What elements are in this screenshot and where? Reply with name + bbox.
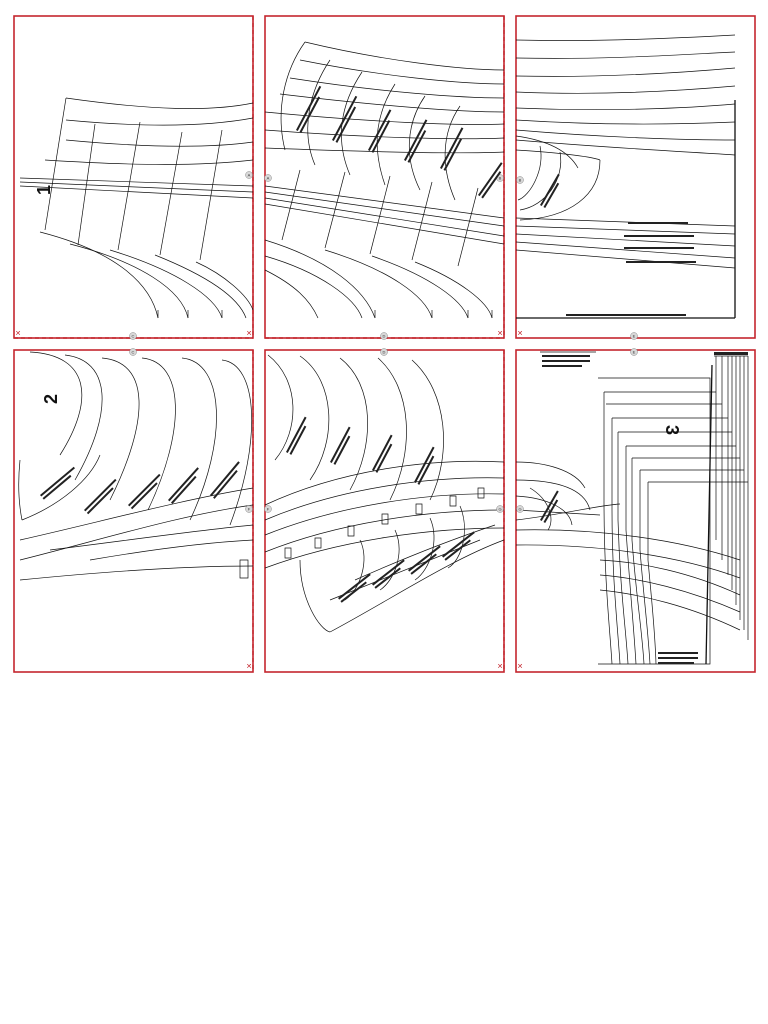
tile-top-middle [264,15,505,339]
marker-c-top: C [129,332,137,340]
fine-print-annotations [40,85,748,664]
svg-text:A: A [248,173,251,178]
crop-mark: ✕ [15,331,21,338]
piece-3-lines [540,351,749,665]
svg-text:G: G [518,507,521,512]
piece-1-lines-right [515,34,736,319]
marker-g-right: G [516,505,524,513]
marker-f-left: F [245,505,253,513]
crop-mark: ✕ [497,664,503,671]
marker-f-right: F [264,505,272,513]
svg-text:F: F [267,507,270,512]
crop-mark: ✕ [517,664,523,671]
crop-marks: ✕ ✕ ✕ ✕ ✕ ✕ ✕ [15,331,523,671]
marker-g-left: G [496,505,504,513]
svg-text:C: C [132,334,135,339]
crop-mark: ✕ [497,331,503,338]
svg-text:D: D [383,350,386,355]
piece-2-lines-right [515,461,741,631]
piece-number-1: 1 [34,185,54,195]
svg-text:B: B [519,178,522,183]
piece-number-2: 2 [41,394,61,404]
assembly-markers: A A B B C C D D [129,171,638,513]
tile-top-left [13,15,254,339]
svg-text:E: E [633,334,636,339]
piece-2-lines-cont [264,354,505,633]
marker-e-top: E [630,332,638,340]
crop-mark: ✕ [246,331,252,338]
marker-e-bottom: E [630,348,638,356]
tile-top-right [515,15,756,339]
tile-frames [13,15,756,673]
piece-labels: 1 2 3 [34,185,682,435]
piece-1-lines [19,97,254,319]
marker-d-top: D [380,332,388,340]
svg-text:G: G [498,507,501,512]
marker-a-right: A [264,174,272,182]
svg-text:A: A [267,176,270,181]
svg-text:C: C [132,350,135,355]
marker-b-right: B [516,176,524,184]
marker-d-bottom: D [380,348,388,356]
crop-mark: ✕ [246,664,252,671]
marker-a-left: A [245,171,253,179]
marker-c-bottom: C [129,348,137,356]
piece-number-3: 3 [662,425,682,435]
piece-1-lines-cont [264,41,505,319]
svg-text:B: B [499,176,502,181]
crop-mark: ✕ [517,331,523,338]
piece-2-lines [18,351,254,581]
svg-text:F: F [248,507,251,512]
svg-text:D: D [383,334,386,339]
svg-text:E: E [633,350,636,355]
